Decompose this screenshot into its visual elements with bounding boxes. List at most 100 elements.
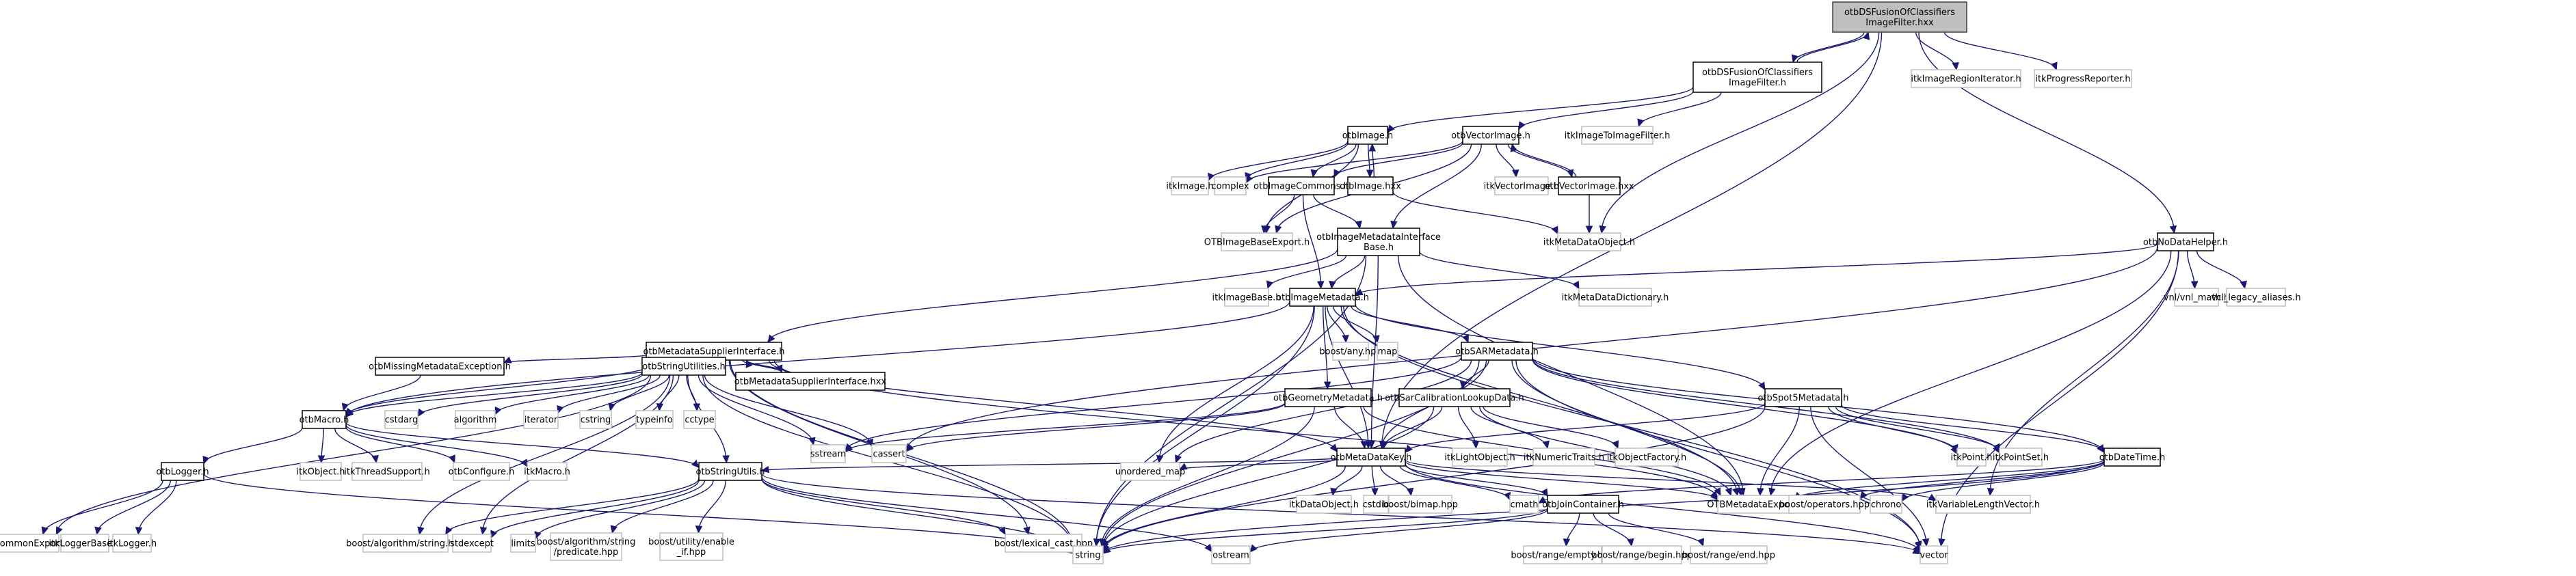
- graph-node-otbMSI[interactable]: otbMetadataSupplierInterface.h: [643, 342, 785, 361]
- arrowhead-icon: [1725, 487, 1732, 497]
- node-label: otbNoDataHelper.h: [2143, 238, 2228, 248]
- edge-otbDateTime-to-chrono: [1901, 462, 2105, 502]
- node-label: itkLightObject.h: [1444, 453, 1515, 463]
- edge-root-to-itkImageRegionIterator: [1915, 31, 1959, 71]
- arrowhead-icon: [2097, 443, 2105, 453]
- edge-otbImage-to-itkImage: [1208, 140, 1349, 182]
- graph-node-otbSARMetadata[interactable]: otbSARMetadata.h: [1455, 342, 1539, 361]
- edge-otbSarCal-to-itkObjectFactory: [1483, 406, 1619, 450]
- graph-node-otbSarCal[interactable]: otbSarCalibrationLookupData.h: [1385, 388, 1524, 407]
- node-box: [2174, 288, 2219, 307]
- node-box: [455, 410, 496, 429]
- edge-line: [1208, 140, 1349, 181]
- graph-node-algorithm: algorithm: [454, 410, 496, 429]
- arrowhead-icon: [1317, 281, 1325, 290]
- graph-node-otbNoDataHelper[interactable]: otbNoDataHelper.h: [2143, 232, 2228, 251]
- graph-node-boostRangeEnd: boost/range/end.hpp: [1682, 545, 1775, 564]
- arrowhead-icon: [1323, 381, 1331, 390]
- node-label: boost/utility/enable: [648, 537, 734, 547]
- arrowhead-icon: [1710, 492, 1718, 500]
- edge-dsh-to-itkImageToImageFilter: [1637, 92, 1722, 128]
- edge-dsh-to-otbImage: [1387, 86, 1694, 133]
- edge-line: [1332, 465, 1363, 496]
- edge-otbGeometryMetadata-to-otbMetaDataKey: [1333, 406, 1368, 450]
- edge-otbImageMetadata-to-otbGeometryMetadata: [1323, 305, 1331, 390]
- node-box: [683, 410, 716, 429]
- graph-node-otbImage[interactable]: otbImage.h: [1342, 126, 1393, 145]
- graph-node-otbDateTime[interactable]: otbDateTime.h: [2099, 448, 2166, 467]
- edge-otbMetaDataKey-to-unorderedMap: [1178, 458, 1338, 470]
- edge-otbIMIB-to-otbImageMetadata: [1329, 255, 1366, 290]
- graph-node-otbVectorImage[interactable]: otbVectorImage.h: [1451, 126, 1530, 145]
- graph-node-otbMetaDataKey[interactable]: otbMetaDataKey.h: [1331, 448, 1412, 467]
- graph-node-otbVectorImageHxx[interactable]: otbVectorImage.hxx: [1544, 176, 1634, 195]
- graph-node-boostRangeEmpty: boost/range/empty.hpp: [1511, 545, 1615, 564]
- edge-line: [203, 427, 303, 464]
- graph-node-itkLogger: itkLogger.h: [107, 534, 157, 553]
- arrowhead-icon: [2240, 280, 2248, 290]
- edge-otbJoinContainer-to-ostream: [1249, 509, 1548, 553]
- arrowhead-icon: [608, 402, 615, 412]
- edge-otbIMIB-to-otbMSI: [767, 248, 1338, 343]
- edge-otbMSIhxx-to-otbMSI: [745, 359, 787, 373]
- graph-node-otbStringUtils[interactable]: otbStringUtils.h: [695, 462, 765, 481]
- arrowhead-icon: [1542, 440, 1550, 450]
- arrowhead-icon: [1102, 546, 1111, 554]
- graph-node-cstdio: cstdio: [1363, 495, 1390, 514]
- arrowhead-icon: [345, 408, 354, 417]
- edge-line: [1355, 243, 2158, 296]
- edge-line: [1405, 402, 1766, 453]
- node-label: vcl_legacy_aliases.h: [2211, 293, 2300, 303]
- node-label: cctype: [685, 415, 714, 426]
- edge-line: [1835, 406, 2000, 452]
- graph-node-otbStringUtilities[interactable]: otbStringUtilities.h: [641, 357, 726, 376]
- graph-node-otbMissingMeta[interactable]: otbMissingMetadataException.h: [369, 357, 511, 376]
- node-box: [2034, 69, 2132, 88]
- node-label: otbMissingMetadataException.h: [369, 362, 511, 372]
- graph-node-itkMetaDataObject: itkMetaDataObject.h: [1543, 232, 1635, 251]
- graph-node-boostBimap: boost/bimap.hpp: [1383, 495, 1458, 514]
- node-box: [1494, 176, 1549, 195]
- node-box: [1999, 448, 2043, 467]
- edge-otbNoDataHelper-to-otbImageMetadata: [1354, 243, 2158, 296]
- edge-line: [1351, 305, 1469, 343]
- arrowhead-icon: [1510, 143, 1517, 152]
- graph-node-otbImageCommons[interactable]: otbImageCommons.h: [1253, 176, 1349, 195]
- node-box: [579, 410, 612, 429]
- node-label: vector: [1920, 551, 1948, 561]
- graph-node-otbMacro[interactable]: otbMacro.h: [300, 410, 349, 429]
- graph-node-otbMSIhxx[interactable]: otbMetadataSupplierInterface.hxx: [734, 372, 887, 391]
- node-label: cstdio: [1363, 500, 1390, 510]
- node-box: [1509, 495, 1539, 514]
- graph-node-otbLogger[interactable]: otbLogger.h: [156, 462, 209, 481]
- arrowhead-icon: [1245, 174, 1253, 184]
- arrowhead-icon: [1387, 124, 1395, 133]
- edge-line: [1828, 406, 1958, 452]
- edge-layer: [41, 31, 2248, 555]
- arrowhead-icon: [767, 334, 775, 343]
- arrowhead-icon: [2169, 225, 2177, 234]
- graph-node-itkPoint: itkPoint.h: [1951, 448, 1993, 467]
- arrowhead-icon: [722, 455, 730, 464]
- node-label: otbMetadataSupplierInterface.h: [643, 347, 785, 357]
- edge-otbLogger-to-itkLogger: [135, 480, 177, 536]
- edge-otbStringUtilities-to-cstring: [608, 374, 670, 412]
- node-label: otbDSFusionOfClassifiers: [1702, 68, 1813, 78]
- node-box: [641, 357, 726, 376]
- edge-otbMacro-to-otbLogger: [202, 427, 303, 465]
- graph-node-otbJoinContainer[interactable]: otbJoinContainer.h: [1542, 495, 1624, 514]
- node-box: [635, 410, 674, 429]
- edge-otbSpot5Metadata-to-otbMetaDataKey: [1405, 402, 1766, 454]
- graph-node-otbGeometryMetadata[interactable]: otbGeometryMetadata.h: [1273, 388, 1383, 407]
- node-label: itkPoint.h: [1951, 453, 1993, 463]
- graph-node-otbImageMetadata[interactable]: otbImageMetadata.h: [1276, 288, 1369, 307]
- graph-node-otbSpot5Metadata[interactable]: otbSpot5Metadata.h: [1757, 388, 1849, 407]
- edge-line: [1381, 31, 1883, 449]
- graph-node-otbImageHxx[interactable]: otbImage.hxx: [1340, 176, 1401, 195]
- node-label: otbImageCommons.h: [1253, 182, 1349, 192]
- edge-otbLogger-to-string: [203, 473, 1074, 554]
- arrowhead-icon: [1551, 225, 1558, 235]
